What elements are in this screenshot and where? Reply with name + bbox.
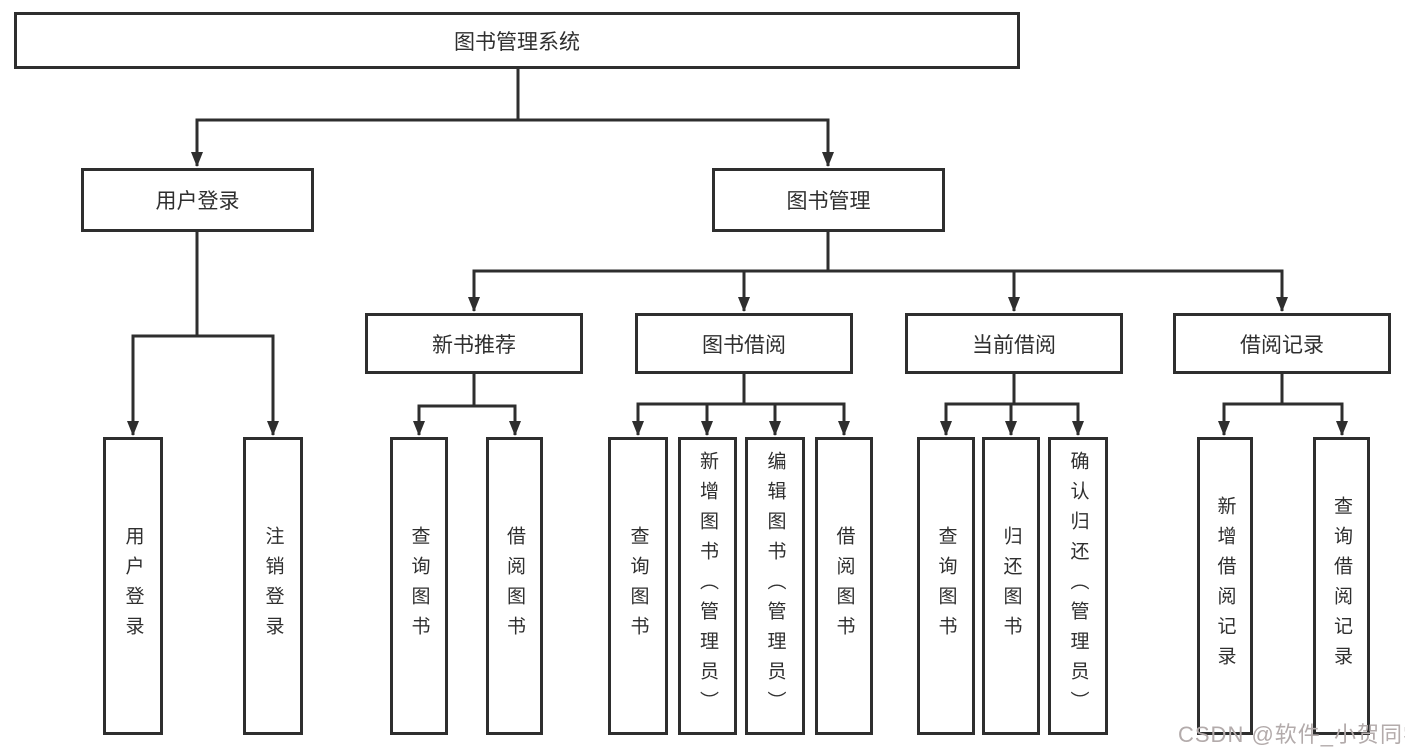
node-book-management: 图书管理 <box>712 168 945 232</box>
leaf-edit-books-admin: 编辑图书（管理员） <box>745 437 805 735</box>
leaf-borrow-books: 借阅图书 <box>815 437 873 735</box>
node-new-book-recommend: 新书推荐 <box>365 313 583 374</box>
leaf-user-login: 用户登录 <box>103 437 163 735</box>
node-label: 图书管理 <box>786 190 871 213</box>
node-label: 借阅图书 <box>504 526 525 646</box>
node-label: 用户登录 <box>155 190 240 213</box>
node-label: 新增图书（管理员） <box>697 451 718 721</box>
node-label: 借阅图书 <box>833 526 855 646</box>
leaf-add-borrow-record: 新增借阅记录 <box>1197 437 1253 735</box>
node-book-borrow: 图书借阅 <box>635 313 853 374</box>
node-label: 查询图书 <box>627 526 649 646</box>
node-label: 编辑图书（管理员） <box>764 451 786 721</box>
node-label: 注销登录 <box>262 526 284 646</box>
leaf-query-books-current: 查询图书 <box>917 437 975 735</box>
leaf-borrow-books-recommend: 借阅图书 <box>486 437 543 735</box>
node-label: 查询图书 <box>935 526 957 646</box>
leaf-confirm-return-admin: 确认归还（管理员） <box>1048 437 1108 735</box>
leaf-logout: 注销登录 <box>243 437 303 735</box>
node-current-borrow: 当前借阅 <box>905 313 1123 374</box>
node-label: 确认归还（管理员） <box>1067 451 1089 721</box>
node-label: 新书推荐 <box>432 333 516 357</box>
leaf-query-borrow-record: 查询借阅记录 <box>1313 437 1370 735</box>
node-label: 图书借阅 <box>702 333 786 357</box>
node-label: 查询借阅记录 <box>1331 496 1352 676</box>
node-label: 新增借阅记录 <box>1214 496 1236 676</box>
node-label: 图书管理系统 <box>454 30 580 54</box>
leaf-query-books-borrow: 查询图书 <box>608 437 668 735</box>
node-label: 用户登录 <box>122 526 144 646</box>
watermark: CSDN @软件_小贺同学 <box>1178 722 1405 747</box>
node-book-management-system: 图书管理系统 <box>14 12 1020 69</box>
node-borrow-records: 借阅记录 <box>1173 313 1391 374</box>
leaf-query-books-recommend: 查询图书 <box>390 437 448 735</box>
node-label: 归还图书 <box>1000 526 1022 646</box>
node-label: 当前借阅 <box>972 333 1056 357</box>
leaf-return-books: 归还图书 <box>982 437 1040 735</box>
node-user-login: 用户登录 <box>81 168 314 232</box>
node-label: 查询图书 <box>408 526 430 646</box>
node-label: 借阅记录 <box>1240 333 1324 357</box>
leaf-add-books-admin: 新增图书（管理员） <box>678 437 737 735</box>
